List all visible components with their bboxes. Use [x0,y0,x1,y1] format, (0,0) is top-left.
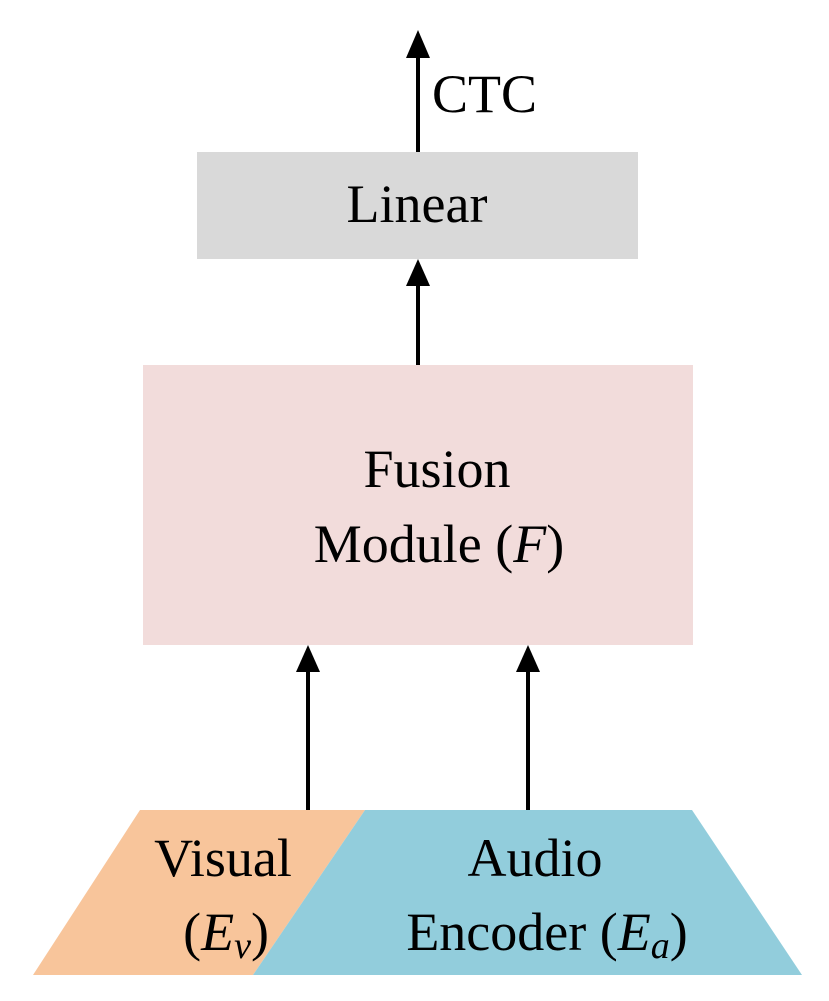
fusion-label-line1: Fusion [363,439,510,499]
visual-label-line2: (Ev) [183,902,269,967]
fusion-label-text: Module ( [314,514,513,574]
audio-encoder-shape [253,810,802,975]
visual-subscript: v [234,925,251,967]
arrows [296,30,540,810]
linear-layer-box [197,152,638,259]
visual-label-line1: Visual [154,828,292,888]
fusion-module-box [143,365,693,645]
fusion-symbol: F [512,514,547,574]
audio-label-line2: Encoder (Ea) [406,902,687,967]
visual-symbol: E [200,902,234,962]
audio-symbol: E [617,902,651,962]
fusion-label-line2: Module (F) [314,514,564,574]
arrow-visual-to-fusion-head [296,645,320,672]
visual-open-paren: ( [183,902,201,962]
linear-label: Linear [347,174,488,234]
ctc-label: CTC [432,64,537,124]
fusion-close-paren: ) [546,514,564,574]
audio-label-text: Encoder ( [406,902,617,962]
audio-close-paren: ) [670,902,688,962]
visual-encoder-shape [33,810,365,975]
audio-subscript: a [651,925,670,967]
arrow-audio-to-fusion-head [516,645,540,672]
arrow-linear-to-ctc-head [406,30,430,58]
audio-label-line1: Audio [468,828,603,888]
visual-close-paren: ) [251,902,269,962]
arrow-fusion-to-linear-head [406,259,430,286]
